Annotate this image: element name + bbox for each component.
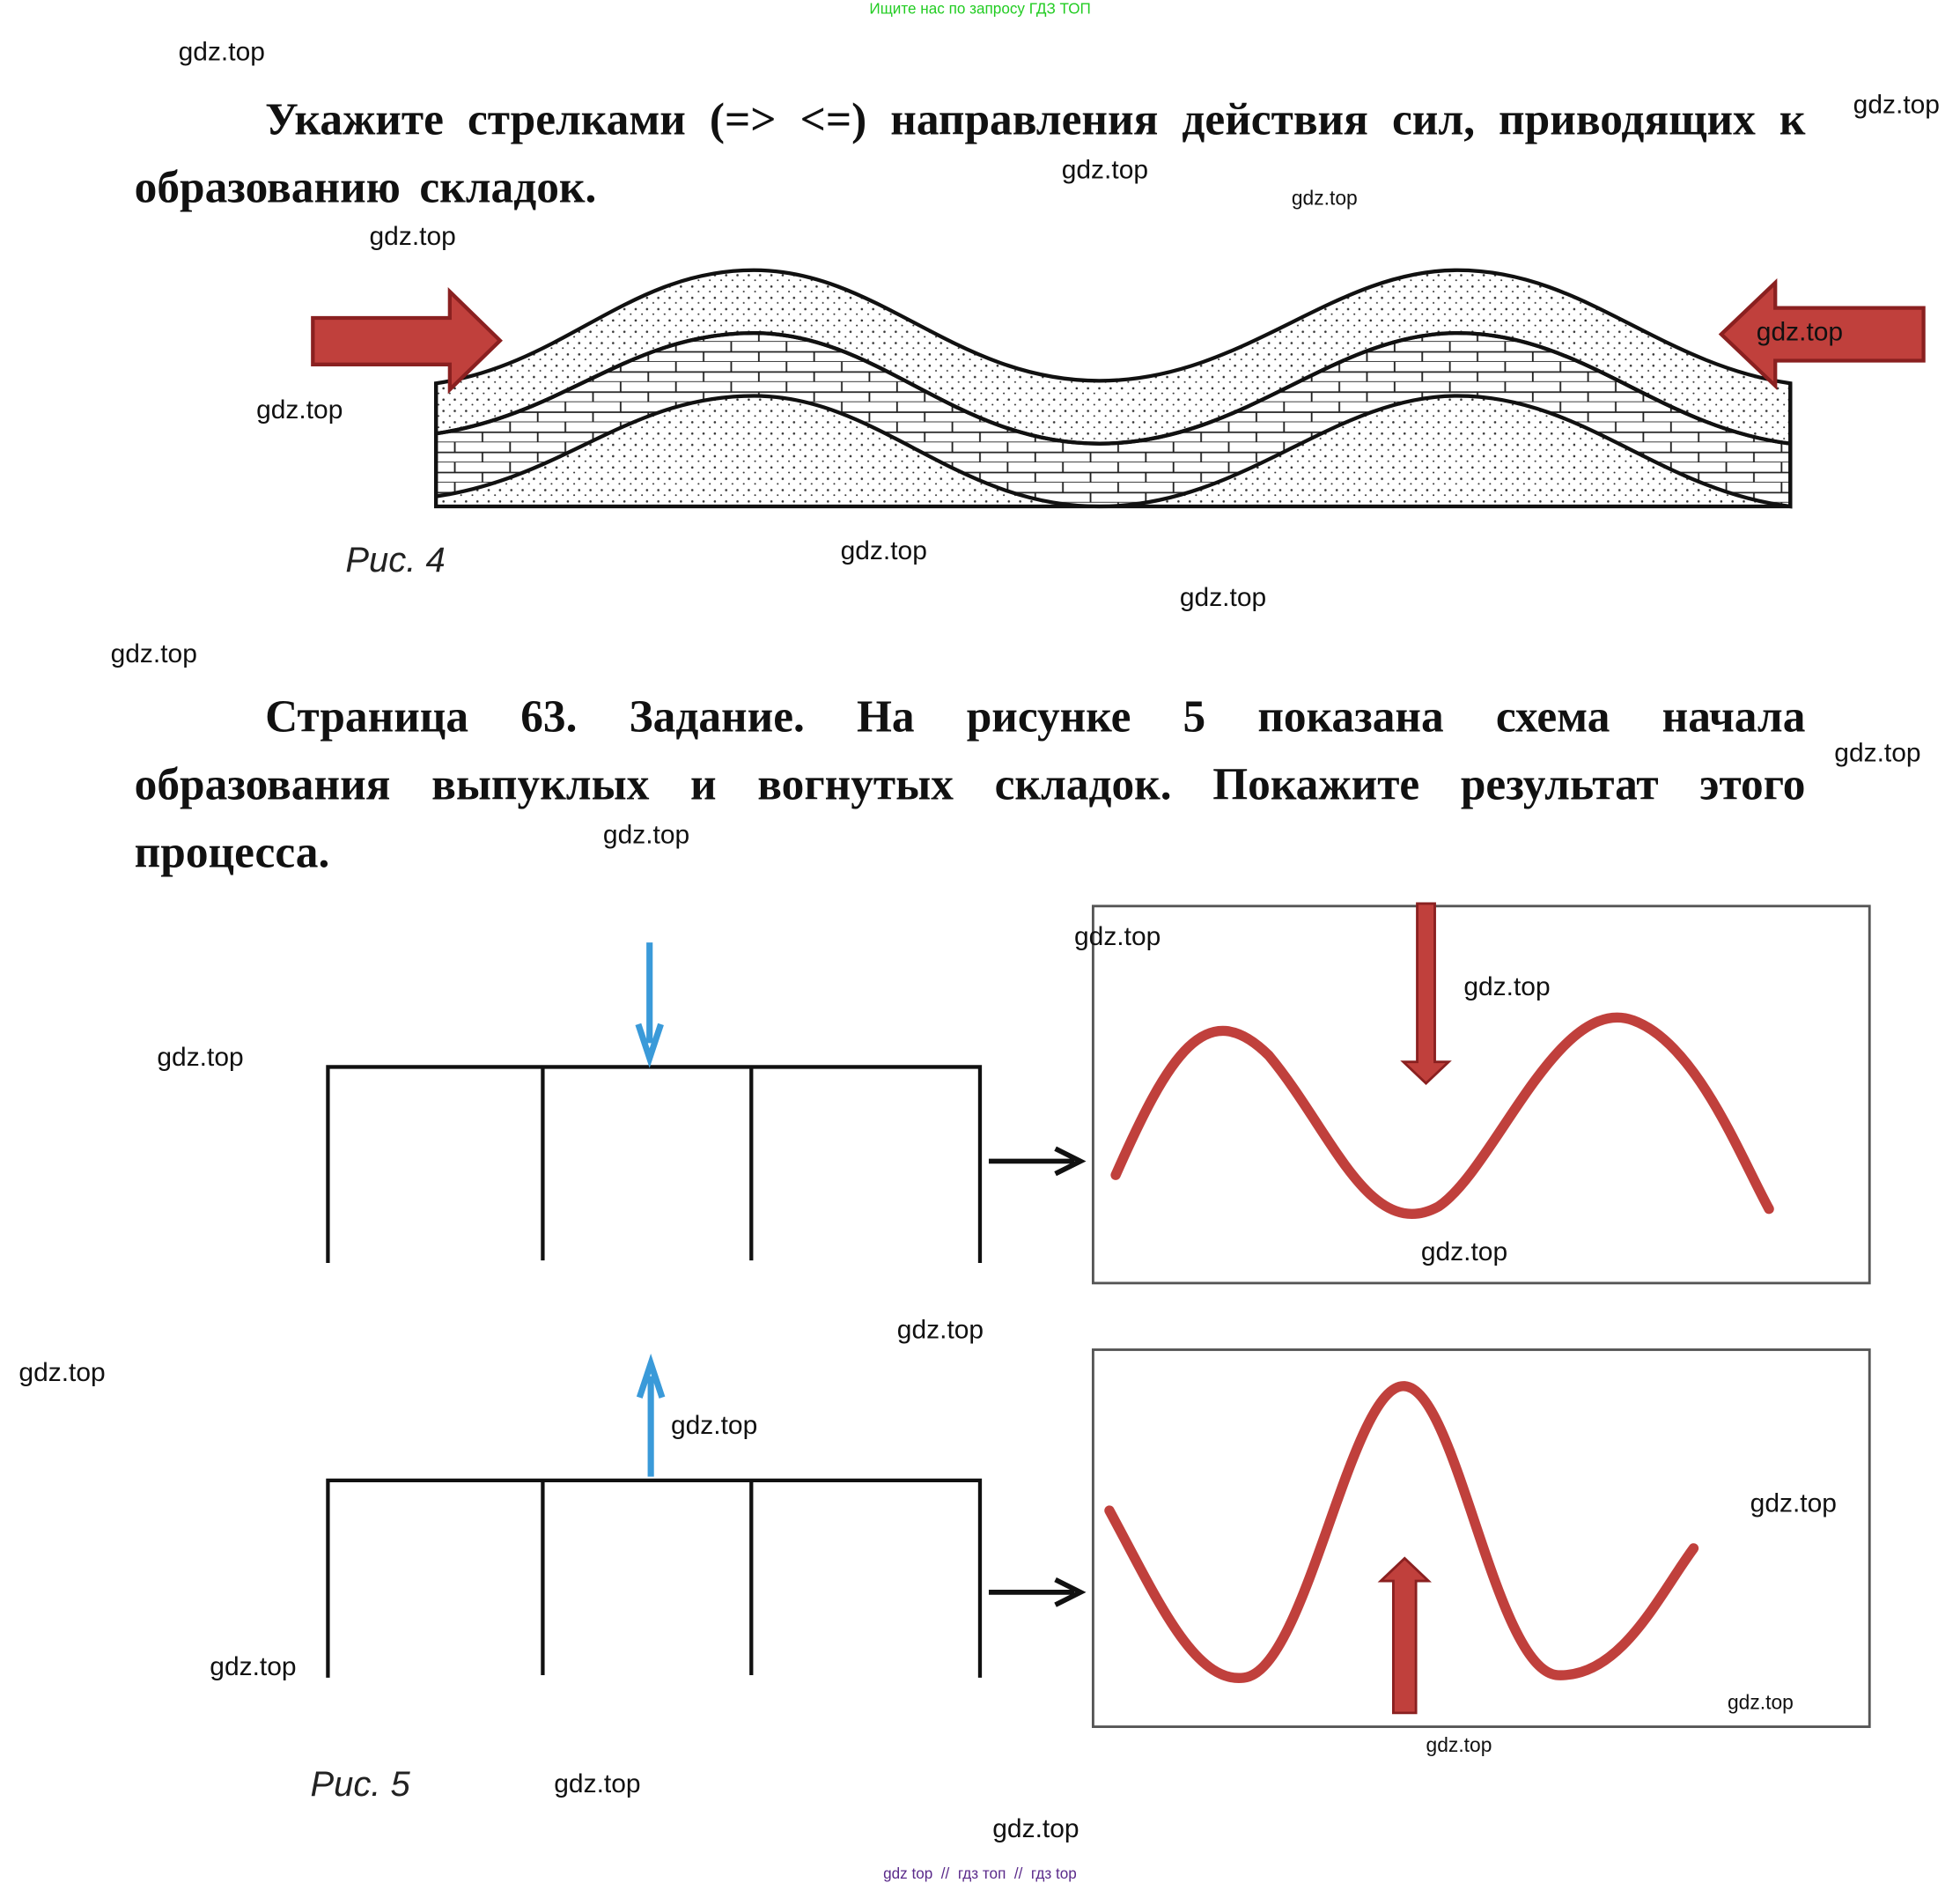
watermark: gdz.top — [1073, 922, 1161, 952]
watermark: gdz.top — [157, 1043, 244, 1073]
watermark: gdz.top — [670, 1411, 758, 1441]
watermark: gdz.top — [369, 222, 456, 252]
transition-arrow-icon — [988, 1146, 1087, 1177]
watermark: gdz.top — [1291, 188, 1358, 210]
figure5-caption: Рис. 5 — [310, 1764, 410, 1804]
blue-down-arrow-icon — [635, 942, 664, 1068]
watermark: gdz.top — [840, 536, 927, 566]
watermark: gdz.top — [110, 639, 197, 669]
watermark: gdz.top — [256, 395, 343, 425]
red-up-arrow-icon — [1377, 1556, 1432, 1715]
watermark: gdz.top — [178, 37, 265, 67]
watermark: gdz.top — [1179, 583, 1267, 612]
blue-up-arrow-icon — [636, 1353, 666, 1477]
watermark: gdz.top — [1420, 1237, 1508, 1267]
watermark: gdz.top — [1061, 155, 1149, 185]
concave-fold-curve — [1110, 1012, 1774, 1219]
watermark: gdz.top — [1463, 972, 1551, 1002]
figure4-caption: Рис. 4 — [345, 540, 446, 580]
right-force-arrow-icon — [1718, 278, 1926, 391]
transition-arrow-icon — [988, 1577, 1087, 1607]
watermark: gdz.top — [1834, 739, 1921, 768]
watermark: gdz.top — [1853, 90, 1940, 120]
header-banner[interactable]: Ищите нас по запросу ГДЗ ТОП — [869, 0, 1091, 18]
left-force-arrow-icon — [311, 286, 503, 395]
watermark: gdz.top — [18, 1358, 106, 1388]
figure5-top-scheme — [326, 902, 1871, 1285]
watermark: gdz.top — [1756, 318, 1844, 347]
figure5-bottom-scheme — [326, 1348, 1871, 1728]
red-down-arrow-icon — [1400, 902, 1452, 1085]
watermark: gdz.top — [1727, 1693, 1794, 1715]
watermark: gdz.top — [602, 820, 690, 850]
watermark: gdz.top — [1750, 1488, 1837, 1518]
sand-layer-bottom — [436, 395, 1791, 507]
footer-links[interactable]: gdz top // гдз топ // гдз top — [883, 1865, 1077, 1883]
convex-fold-curve — [1104, 1381, 1699, 1683]
watermark: gdz.top — [1426, 1735, 1492, 1757]
task1-text: Укажите стрелками (=> <=) направления де… — [134, 94, 1806, 213]
watermark: gdz.top — [210, 1652, 297, 1682]
watermark: gdz.top — [992, 1814, 1079, 1844]
task2-text: Страница 63. Задание. На рисунке 5 показ… — [134, 690, 1806, 877]
watermark: gdz.top — [896, 1315, 984, 1345]
watermark: gdz.top — [554, 1769, 641, 1798]
